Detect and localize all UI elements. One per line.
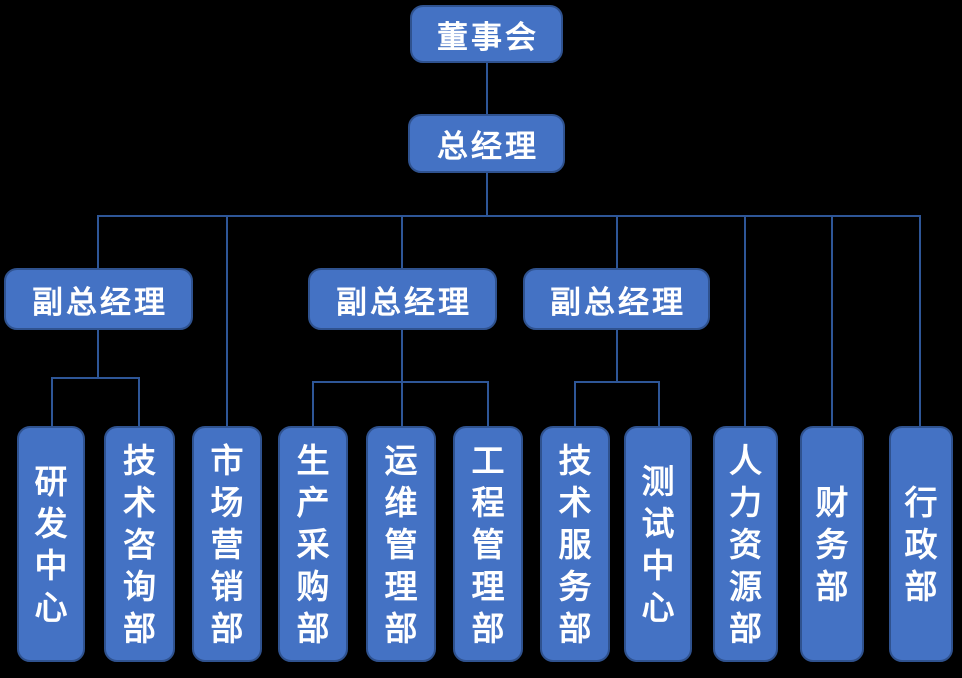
node-dept-ops-management-label: 运维管理部 (384, 441, 418, 647)
connector-gm-trunk (486, 173, 488, 217)
connector-vice2-down (401, 330, 403, 381)
node-dept-test-center: 测试中心 (624, 426, 692, 662)
connector-trunk-vice1 (97, 215, 99, 268)
connector-trunk-vice3 (616, 215, 618, 268)
connector-vice3-bar (574, 381, 659, 383)
node-dept-finance: 财务部 (800, 426, 864, 662)
node-vice-gm-2: 副总经理 (308, 268, 497, 330)
node-vice-gm-3: 副总经理 (523, 268, 710, 330)
connector-vice2-prod (312, 381, 314, 426)
node-general-manager: 总经理 (408, 114, 565, 173)
connector-vice3-down (616, 330, 618, 381)
node-dept-marketing: 市场营销部 (192, 426, 262, 662)
node-dept-production-procurement: 生产采购部 (278, 426, 348, 662)
node-dept-tech-service: 技术服务部 (540, 426, 610, 662)
node-dept-marketing-label: 市场营销部 (210, 441, 244, 647)
node-dept-production-procurement-label: 生产采购部 (296, 441, 330, 647)
connector-vice3-test (658, 381, 660, 426)
node-dept-tech-consulting: 技术咨询部 (104, 426, 175, 662)
node-vice-gm-1: 副总经理 (4, 268, 193, 330)
node-board: 董事会 (410, 5, 563, 63)
node-vice-gm-1-label: 副总经理 (32, 284, 168, 320)
connector-trunk-hr (744, 215, 746, 426)
connector-vice2-eng (487, 381, 489, 426)
connector-trunk-marketing (226, 215, 228, 426)
node-dept-admin: 行政部 (889, 426, 953, 662)
connector-vice1-consult (138, 377, 140, 426)
node-dept-admin-label: 行政部 (904, 483, 938, 605)
node-vice-gm-2-label: 副总经理 (336, 284, 472, 320)
connector-vice2-bar (312, 381, 489, 383)
node-dept-test-center-label: 测试中心 (641, 462, 675, 626)
connector-trunk-admin (919, 215, 921, 426)
node-dept-ops-management: 运维管理部 (366, 426, 436, 662)
node-dept-human-resources-label: 人力资源部 (729, 441, 762, 647)
node-dept-engineering-management: 工程管理部 (453, 426, 523, 662)
connector-vice3-service (574, 381, 576, 426)
connector-vice1-bar (51, 377, 139, 379)
node-dept-rd-center: 研发中心 (17, 426, 85, 662)
connector-board-gm (486, 63, 488, 114)
node-dept-finance-label: 财务部 (815, 483, 849, 605)
node-dept-tech-consulting-label: 技术咨询部 (123, 441, 156, 647)
node-vice-gm-3-label: 副总经理 (550, 284, 686, 320)
connector-trunk-vice2 (401, 215, 403, 268)
node-dept-tech-service-label: 技术服务部 (558, 441, 592, 647)
connector-vice1-rd (51, 377, 53, 426)
connector-trunk (97, 215, 921, 217)
node-general-manager-label: 总经理 (437, 129, 539, 164)
connector-vice1-down (97, 330, 99, 377)
node-dept-rd-center-label: 研发中心 (34, 462, 68, 626)
node-board-label: 董事会 (437, 19, 539, 55)
connector-trunk-finance (831, 215, 833, 426)
node-dept-human-resources: 人力资源部 (713, 426, 778, 662)
node-dept-engineering-management-label: 工程管理部 (471, 441, 505, 647)
connector-vice2-ops (401, 381, 403, 426)
